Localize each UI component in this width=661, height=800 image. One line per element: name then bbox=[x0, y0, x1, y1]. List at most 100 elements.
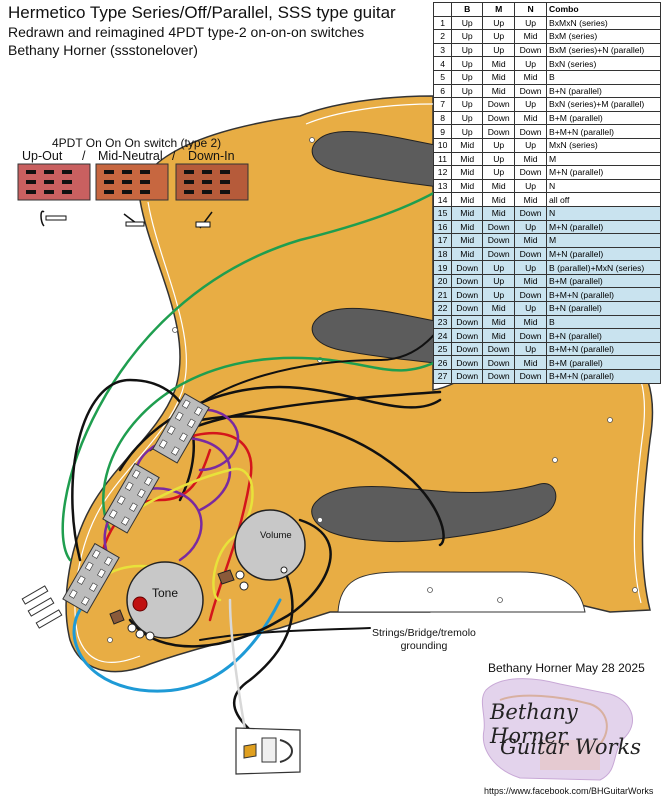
combo-result: B+M (parallel) bbox=[546, 355, 661, 371]
neck-position: Down bbox=[514, 205, 548, 221]
neck-position: Up bbox=[514, 15, 548, 31]
neck-position: Down bbox=[514, 124, 548, 139]
middle-position: Down bbox=[482, 219, 516, 235]
middle-position: Up bbox=[482, 15, 516, 31]
neck-position: Up bbox=[514, 56, 548, 71]
control-cavity bbox=[337, 571, 586, 613]
middle-position: Down bbox=[482, 355, 516, 371]
bridge-position: Mid bbox=[451, 137, 484, 153]
combo-result: B+M+N (parallel) bbox=[546, 341, 661, 357]
combo-result: B+N (parallel) bbox=[546, 83, 661, 99]
neck-position: Down bbox=[514, 328, 548, 343]
neck-position: Down bbox=[514, 42, 548, 58]
middle-position: Up bbox=[482, 29, 516, 44]
neck-position: Up bbox=[514, 97, 548, 112]
switch-legend-pos1: Up-Out bbox=[22, 149, 63, 163]
row-index: 22 bbox=[432, 301, 453, 316]
bridge-position: Up bbox=[451, 97, 484, 112]
row-index: 1 bbox=[432, 15, 453, 31]
middle-position: Mid bbox=[482, 205, 516, 221]
bridge-pickup bbox=[311, 483, 557, 543]
combo-result: BxN (series) bbox=[546, 56, 661, 71]
middle-position: Down bbox=[482, 233, 516, 248]
middle-position: Up bbox=[482, 260, 516, 275]
combo-result: M+N (parallel) bbox=[546, 246, 661, 262]
bridge-position: Up bbox=[451, 124, 484, 139]
combo-result: MxN (series) bbox=[546, 137, 661, 153]
middle-position: Mid bbox=[482, 301, 516, 316]
row-index: 15 bbox=[432, 205, 453, 221]
bridge-position: Down bbox=[451, 314, 484, 330]
combo-result: all off bbox=[546, 192, 661, 207]
bridge-position: Mid bbox=[451, 205, 484, 221]
header-bridge: B bbox=[451, 2, 484, 17]
switch-legend-pos2: Mid-Neutral bbox=[98, 149, 163, 163]
middle-position: Up bbox=[482, 42, 516, 58]
neck-position: Mid bbox=[514, 233, 548, 248]
title-line-3: Bethany Horner (ssstonelover) bbox=[8, 42, 198, 58]
middle-position: Mid bbox=[482, 83, 516, 99]
neck-position: Mid bbox=[514, 355, 548, 371]
combo-result: B (parallel)+MxN (series) bbox=[546, 260, 661, 275]
row-index: 5 bbox=[432, 69, 453, 85]
middle-position: Mid bbox=[482, 192, 516, 207]
bridge-position: Down bbox=[451, 369, 484, 384]
row-index: 14 bbox=[432, 192, 453, 207]
neck-position: Down bbox=[514, 83, 548, 99]
row-index: 2 bbox=[432, 29, 453, 44]
row-index: 13 bbox=[432, 178, 453, 194]
combo-result: B bbox=[546, 314, 661, 330]
switch-body-neck bbox=[152, 392, 210, 464]
header-index bbox=[432, 2, 453, 17]
combo-result: B+M (parallel) bbox=[546, 273, 661, 289]
facebook-url: https://www.facebook.com/BHGuitarWorks bbox=[484, 786, 654, 796]
combo-result: BxMxN (series) bbox=[546, 15, 661, 31]
neck-position: Down bbox=[514, 287, 548, 303]
row-index: 25 bbox=[432, 341, 453, 357]
bridge-position: Up bbox=[451, 15, 484, 31]
bridge-position: Up bbox=[451, 29, 484, 44]
header-middle: M bbox=[482, 2, 516, 17]
bridge-position: Mid bbox=[451, 151, 484, 167]
combo-result: B+M+N (parallel) bbox=[546, 124, 661, 139]
middle-position: Mid bbox=[482, 69, 516, 85]
switch-body-middle bbox=[102, 462, 160, 534]
middle-position: Mid bbox=[482, 314, 516, 330]
combo-result: N bbox=[546, 205, 661, 221]
combo-result: M+N (parallel) bbox=[546, 165, 661, 180]
title-line-1: Hermetico Type Series/Off/Parallel, SSS … bbox=[8, 3, 396, 22]
combo-result: M bbox=[546, 151, 661, 167]
row-index: 18 bbox=[432, 246, 453, 262]
bridge-position: Down bbox=[451, 273, 484, 289]
row-index: 12 bbox=[432, 165, 453, 180]
row-index: 21 bbox=[432, 287, 453, 303]
row-index: 11 bbox=[432, 151, 453, 167]
middle-position: Up bbox=[482, 151, 516, 167]
logo-line-1: Bethany Horner bbox=[490, 700, 578, 748]
bridge-position: Up bbox=[451, 42, 484, 58]
middle-position: Down bbox=[482, 369, 516, 384]
combo-result: B+M+N (parallel) bbox=[546, 369, 661, 384]
neck-position: Mid bbox=[514, 110, 548, 126]
neck-position: Up bbox=[514, 260, 548, 275]
row-index: 17 bbox=[432, 233, 453, 248]
neck-position: Down bbox=[514, 165, 548, 180]
signature: Bethany Horner May 28 2025 bbox=[488, 661, 645, 675]
grounding-line-1: Strings/Bridge/tremolo bbox=[372, 627, 476, 639]
middle-position: Up bbox=[482, 165, 516, 180]
row-index: 8 bbox=[432, 110, 453, 126]
title-line-2: Redrawn and reimagined 4PDT type-2 on-on… bbox=[8, 24, 365, 40]
